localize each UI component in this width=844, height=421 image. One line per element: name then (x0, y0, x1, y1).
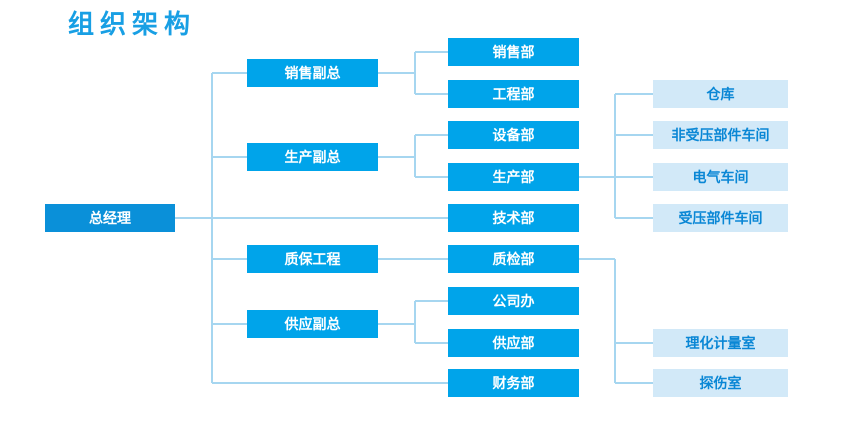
node-flaw-detection-room: 探伤室 (653, 369, 788, 397)
node-pressure-parts-workshop: 受压部件车间 (653, 204, 788, 232)
node-engineering-dept: 工程部 (448, 80, 579, 108)
node-supply-vp: 供应副总 (247, 310, 378, 338)
node-production-dept: 生产部 (448, 163, 579, 191)
page-title: 组织架构 (68, 9, 197, 39)
node-company-office: 公司办 (448, 287, 579, 315)
node-non-pressure-parts-workshop: 非受压部件车间 (653, 121, 788, 149)
node-physicochemical-metrology-room: 理化计量室 (653, 329, 788, 357)
node-qa-engineering: 质保工程 (247, 245, 378, 273)
node-warehouse: 仓库 (653, 80, 788, 108)
node-sales-dept: 销售部 (448, 38, 579, 66)
node-production-vp: 生产副总 (247, 143, 378, 171)
node-finance-dept: 财务部 (448, 369, 579, 397)
node-quality-inspection-dept: 质检部 (448, 245, 579, 273)
node-equipment-dept: 设备部 (448, 121, 579, 149)
node-general-manager: 总经理 (45, 204, 175, 232)
node-supply-dept: 供应部 (448, 329, 579, 357)
node-sales-vp: 销售副总 (247, 59, 378, 87)
node-technology-dept: 技术部 (448, 204, 579, 232)
node-electrical-workshop: 电气车间 (653, 163, 788, 191)
